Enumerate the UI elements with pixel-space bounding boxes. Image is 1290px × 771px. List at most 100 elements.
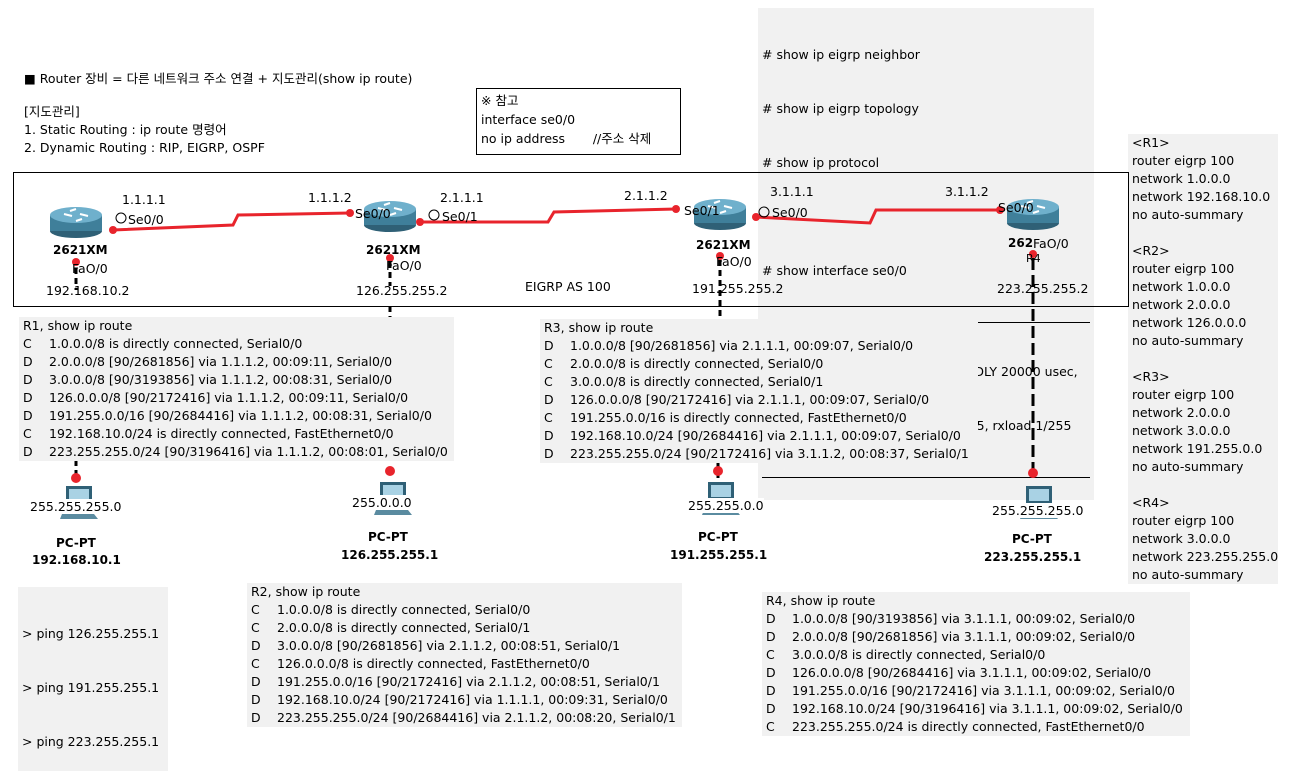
pc-mask: 255.255.255.0 [30, 499, 122, 514]
route-entry: 192.168.10.0/24 [90/2172416] via 1.1.1.1… [277, 692, 668, 707]
serial-link [112, 211, 351, 232]
router-model: 2621XM [366, 243, 421, 257]
eigrp-config-line: network 1.0.0.0 [1132, 279, 1231, 294]
pc-type: PC-PT [698, 530, 738, 544]
mgmt-line: 1. Static Routing : ip route 명령어 [24, 122, 227, 137]
link-ip: 3.1.1.1 [770, 184, 814, 199]
route-entry: 126.0.0.0/8 [90/2684416] via 3.1.1.1, 00… [792, 665, 1152, 680]
route-entry: 223.255.255.0/24 [90/2684416] via 2.1.1.… [277, 710, 676, 725]
clock-icon [115, 206, 770, 224]
eigrp-config-line: router eigrp 100 [1132, 153, 1235, 168]
ping-line: > ping 126.255.255.1 [22, 626, 160, 641]
pc-ip: 192.168.10.1 [32, 553, 121, 567]
route-entry: 2.0.0.0/8 is directly connected, Serial0… [570, 356, 824, 371]
link-ip: 2.1.1.2 [624, 188, 668, 203]
route-code: C [251, 602, 260, 617]
link-ip: 2.1.1.1 [440, 190, 484, 205]
pc-type: PC-PT [1012, 532, 1052, 546]
eigrp-config-line: network 2.0.0.0 [1132, 297, 1231, 312]
route-entry: 3.0.0.0/8 is directly connected, Serial0… [792, 647, 1046, 662]
route-code: C [544, 410, 553, 425]
route-code: C [766, 719, 775, 734]
route-row: D 191.255.0.0/16 [90/2172416] via 3.1.1.1… [762, 682, 1190, 700]
pc-ip: 126.255.255.1 [341, 548, 439, 562]
router-r2[interactable] [362, 199, 418, 236]
route-code: D [766, 629, 776, 644]
route-entry: 223.255.255.0/24 [90/3196416] via 1.1.1.… [49, 444, 448, 459]
router-icon [50, 207, 102, 238]
route-code: D [766, 683, 776, 698]
fa-label: FaO/0 [1033, 236, 1069, 251]
route-entry: 2.0.0.0/8 [90/2681856] via 3.1.1.1, 00:0… [792, 629, 1136, 644]
topology-links [71, 205, 1038, 483]
eigrp-config-line: <R4> [1132, 495, 1170, 510]
show-cmd-line: # show ip protocol [762, 155, 880, 170]
router-icon [694, 199, 746, 230]
show-cmd-line: # show interface se0/0 [762, 263, 907, 278]
route-entry: 3.0.0.0/8 [90/3193856] via 1.1.1.2, 00:0… [49, 372, 393, 387]
route-entry: 191.255.0.0/16 [90/2172416] via 3.1.1.1,… [792, 683, 1175, 698]
eigrp-config-line: <R2> [1132, 243, 1170, 258]
eigrp-config-line: no auto-summary [1132, 459, 1244, 474]
route-row: C 223.255.255.0/24 is directly connected,… [762, 718, 1190, 736]
show-cmd-line: # show ip eigrp topology [762, 101, 919, 116]
router-icon [364, 201, 416, 232]
router-model: 2621XM [696, 238, 751, 252]
route-code: D [251, 638, 261, 653]
route-row: D 223.255.255.0/24 [90/2172416] via 3.1.1… [540, 445, 978, 463]
eigrp-config-line: no auto-summary [1132, 333, 1244, 348]
route-entry: 126.0.0.0/8 is directly connected, FastE… [277, 656, 590, 671]
route-code: C [251, 656, 260, 671]
topology-frame [13, 172, 1129, 307]
reference-box: ※ 참고 interface se0/0 no ip address //주소 … [476, 88, 681, 155]
serial-label: Se0/1 [684, 203, 720, 218]
router-name: R4 [1026, 252, 1041, 265]
pc-2[interactable] [344, 480, 444, 519]
route-entry: 126.0.0.0/8 [90/2172416] via 2.1.1.1, 00… [570, 392, 930, 407]
route-entry: 223.255.255.0/24 is directly connected, … [792, 719, 1145, 734]
lan-ip: 191.255.255.2 [692, 281, 784, 296]
route-code: D [544, 446, 554, 461]
router-r1[interactable] [48, 205, 104, 242]
route-code: D [23, 354, 33, 369]
route-table-title: R2, show ip route [251, 584, 361, 599]
serial-link [420, 207, 677, 224]
divider [762, 477, 1090, 478]
route-entry: 1.0.0.0/8 [90/3193856] via 3.1.1.1, 00:0… [792, 611, 1136, 626]
route-code: D [251, 674, 261, 689]
route-row: D 3.0.0.0/8 [90/3193856] via 1.1.1.2, 00:… [19, 371, 454, 389]
route-code: C [251, 620, 260, 635]
as-label: EIGRP AS 100 [525, 279, 611, 294]
serial-label: Se0/0 [772, 205, 808, 220]
pc-ip: 223.255.255.1 [984, 550, 1082, 564]
route-code: D [544, 428, 554, 443]
lan-ip: 126.255.255.2 [356, 283, 448, 298]
route-entry: 223.255.255.0/24 [90/2172416] via 3.1.1.… [570, 446, 969, 461]
pc-mask: 255.0.0.0 [352, 495, 412, 510]
router-r4[interactable] [1005, 197, 1061, 234]
route-code: D [251, 710, 261, 725]
serial-label: Se0/0 [998, 200, 1034, 215]
fa-label: FaO/0 [386, 258, 422, 273]
route-code: D [23, 372, 33, 387]
route-row: D 2.0.0.0/8 [90/2681856] via 3.1.1.1, 00:… [762, 628, 1190, 646]
route-row: D 223.255.255.0/24 [90/2684416] via 2.1.1… [247, 709, 682, 727]
route-code: D [766, 665, 776, 680]
lan-ip: 192.168.10.2 [46, 283, 130, 298]
route-entry: 191.255.0.0/16 [90/2172416] via 2.1.1.2,… [277, 674, 660, 689]
router-r3[interactable] [692, 197, 748, 234]
eigrp-config-line: no auto-summary [1132, 207, 1244, 222]
route-code: D [23, 390, 33, 405]
route-code: D [23, 408, 33, 423]
